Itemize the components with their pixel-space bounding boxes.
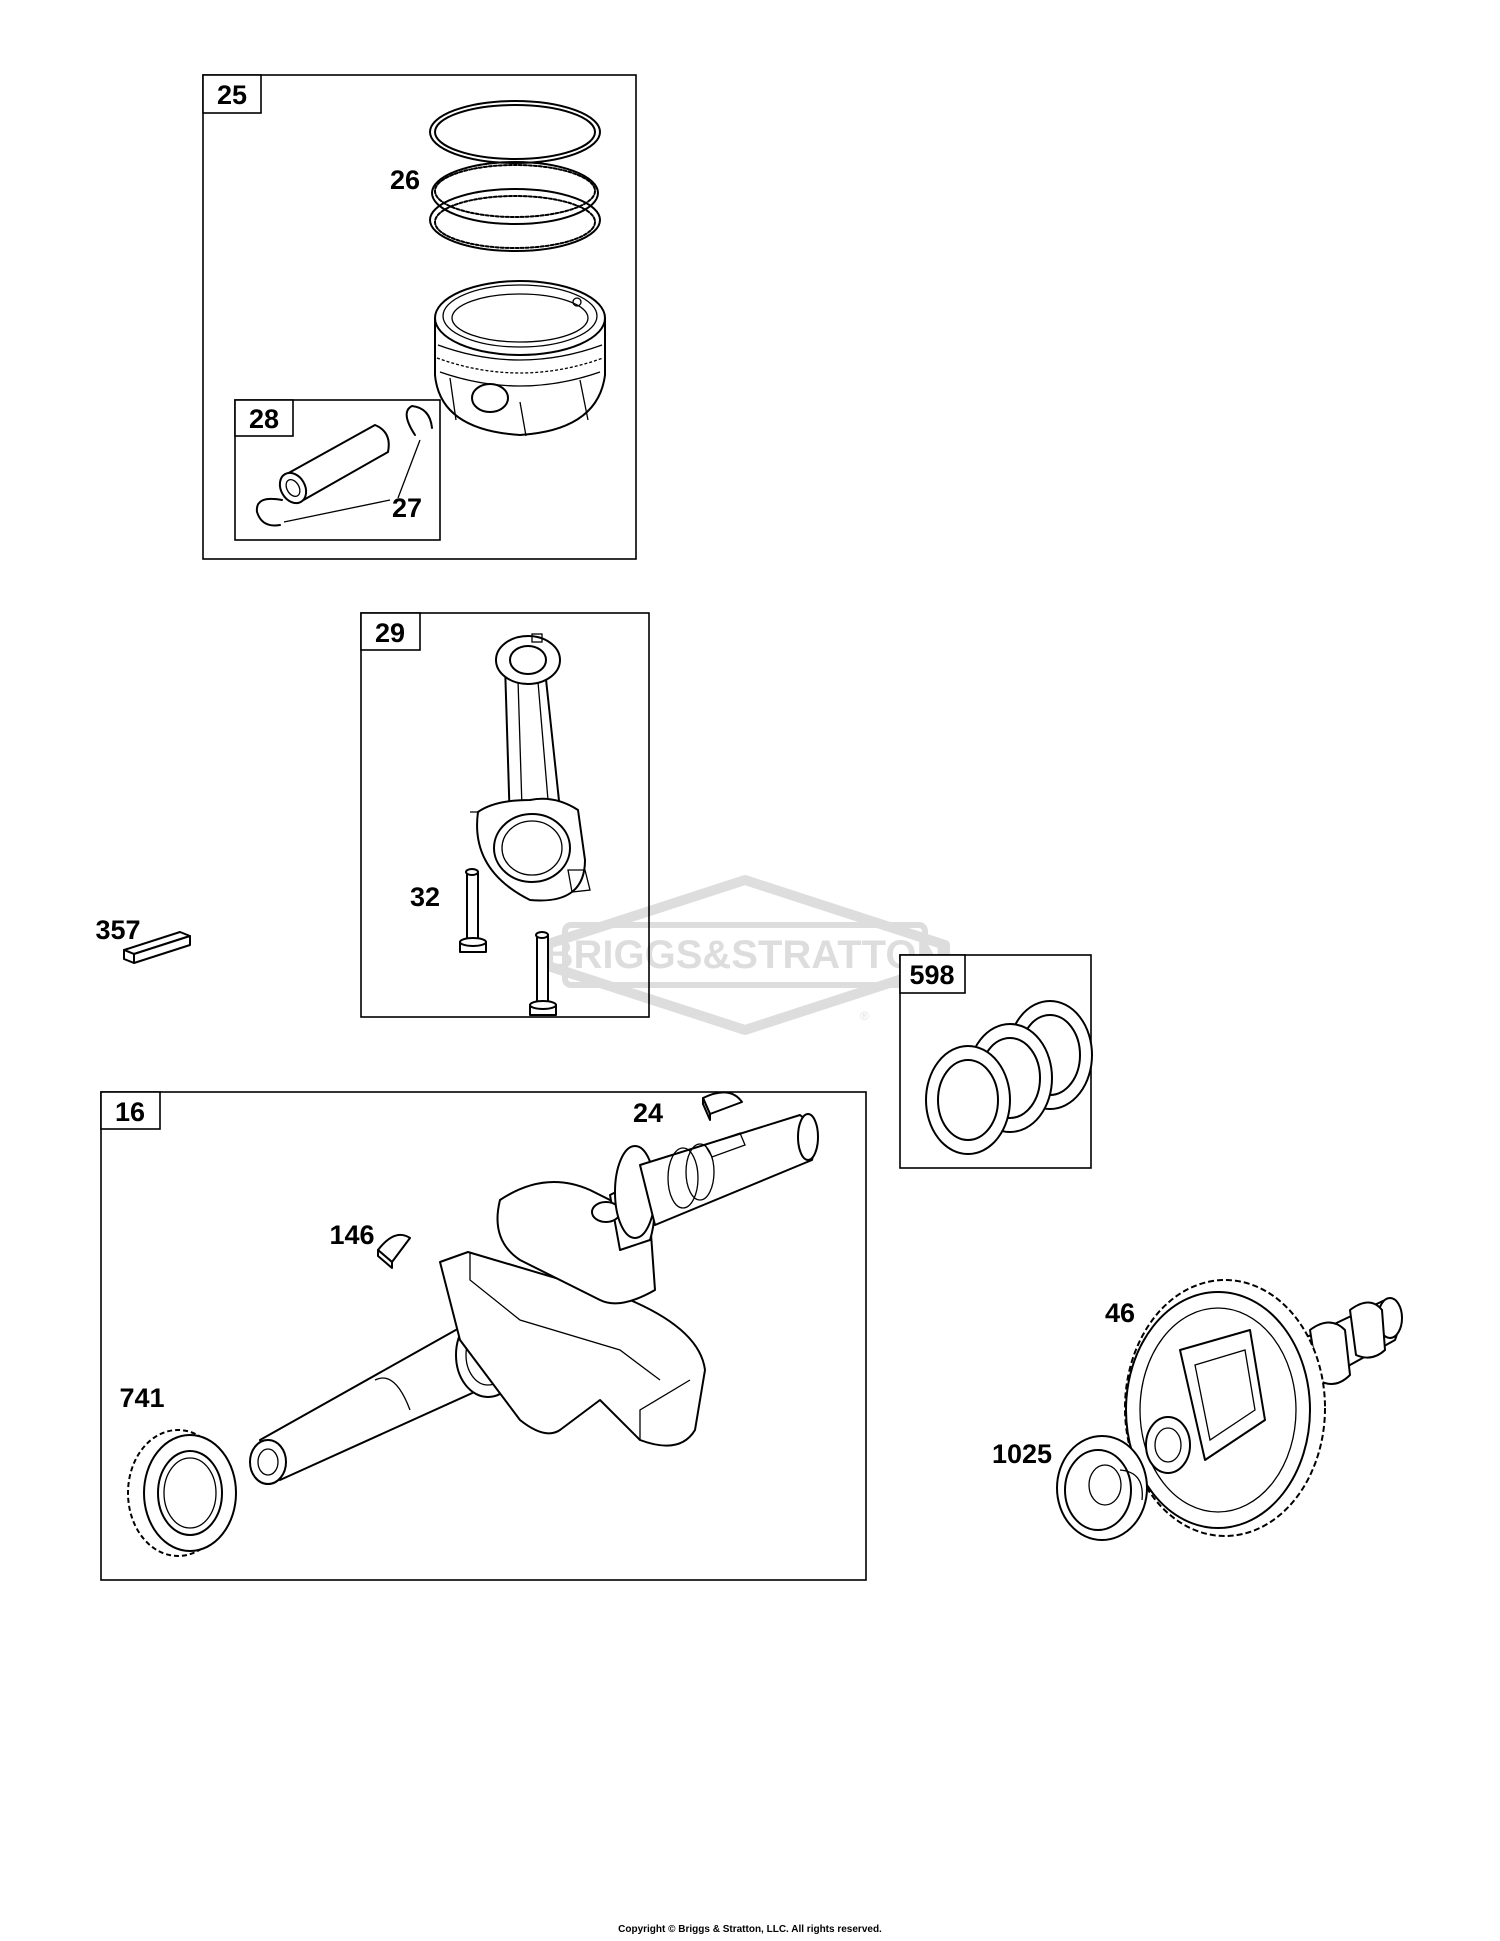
group-label-28: 28 xyxy=(249,404,279,434)
camshaft-46[interactable] xyxy=(1124,1279,1403,1537)
callout-741: 741 xyxy=(119,1383,164,1413)
group-25-piston-assembly[interactable]: 25 26 28 xyxy=(202,74,637,560)
callout-46: 46 xyxy=(1105,1298,1135,1328)
seal-rings[interactable] xyxy=(925,1000,1093,1155)
crankshaft-gear-741[interactable] xyxy=(127,1429,237,1557)
piston-rings[interactable] xyxy=(429,100,601,252)
callout-26: 26 xyxy=(390,165,420,195)
callout-24: 24 xyxy=(633,1098,663,1128)
connecting-rod[interactable] xyxy=(470,633,591,902)
crankshaft[interactable] xyxy=(249,1113,819,1485)
copyright-footer: Copyright © Briggs & Stratton, LLC. All … xyxy=(618,1924,882,1935)
group-598[interactable]: 598 xyxy=(899,954,1093,1169)
woodruff-key-146[interactable] xyxy=(377,1234,411,1269)
group-label-598: 598 xyxy=(909,960,954,990)
callout-1025: 1025 xyxy=(992,1439,1052,1469)
piston-pin[interactable] xyxy=(275,424,390,508)
callout-357: 357 xyxy=(95,915,140,945)
group-label-16: 16 xyxy=(115,1097,145,1127)
governor-cup-1025[interactable] xyxy=(1056,1435,1148,1541)
watermark-registered-mark: ® xyxy=(860,1009,869,1023)
group-16-crankshaft[interactable]: 16 xyxy=(100,1091,867,1581)
group-29-connecting-rod[interactable]: 29 32 xyxy=(360,612,650,1018)
group-label-25: 25 xyxy=(217,80,247,110)
pin-retainer-clips[interactable] xyxy=(255,405,433,527)
woodruff-key-24[interactable] xyxy=(702,1091,743,1121)
group-label-29: 29 xyxy=(375,618,405,648)
connecting-rod-bolts[interactable] xyxy=(459,868,557,1016)
callout-146: 146 xyxy=(329,1220,374,1250)
callout-27: 27 xyxy=(392,493,422,523)
piston[interactable] xyxy=(434,280,606,437)
callout-32: 32 xyxy=(410,882,440,912)
square-key-357[interactable] xyxy=(123,931,191,964)
watermark-text: BRIGGS&STRATTON xyxy=(545,933,946,977)
watermark-logo: BRIGGS&STRATTON ® xyxy=(540,875,950,1035)
